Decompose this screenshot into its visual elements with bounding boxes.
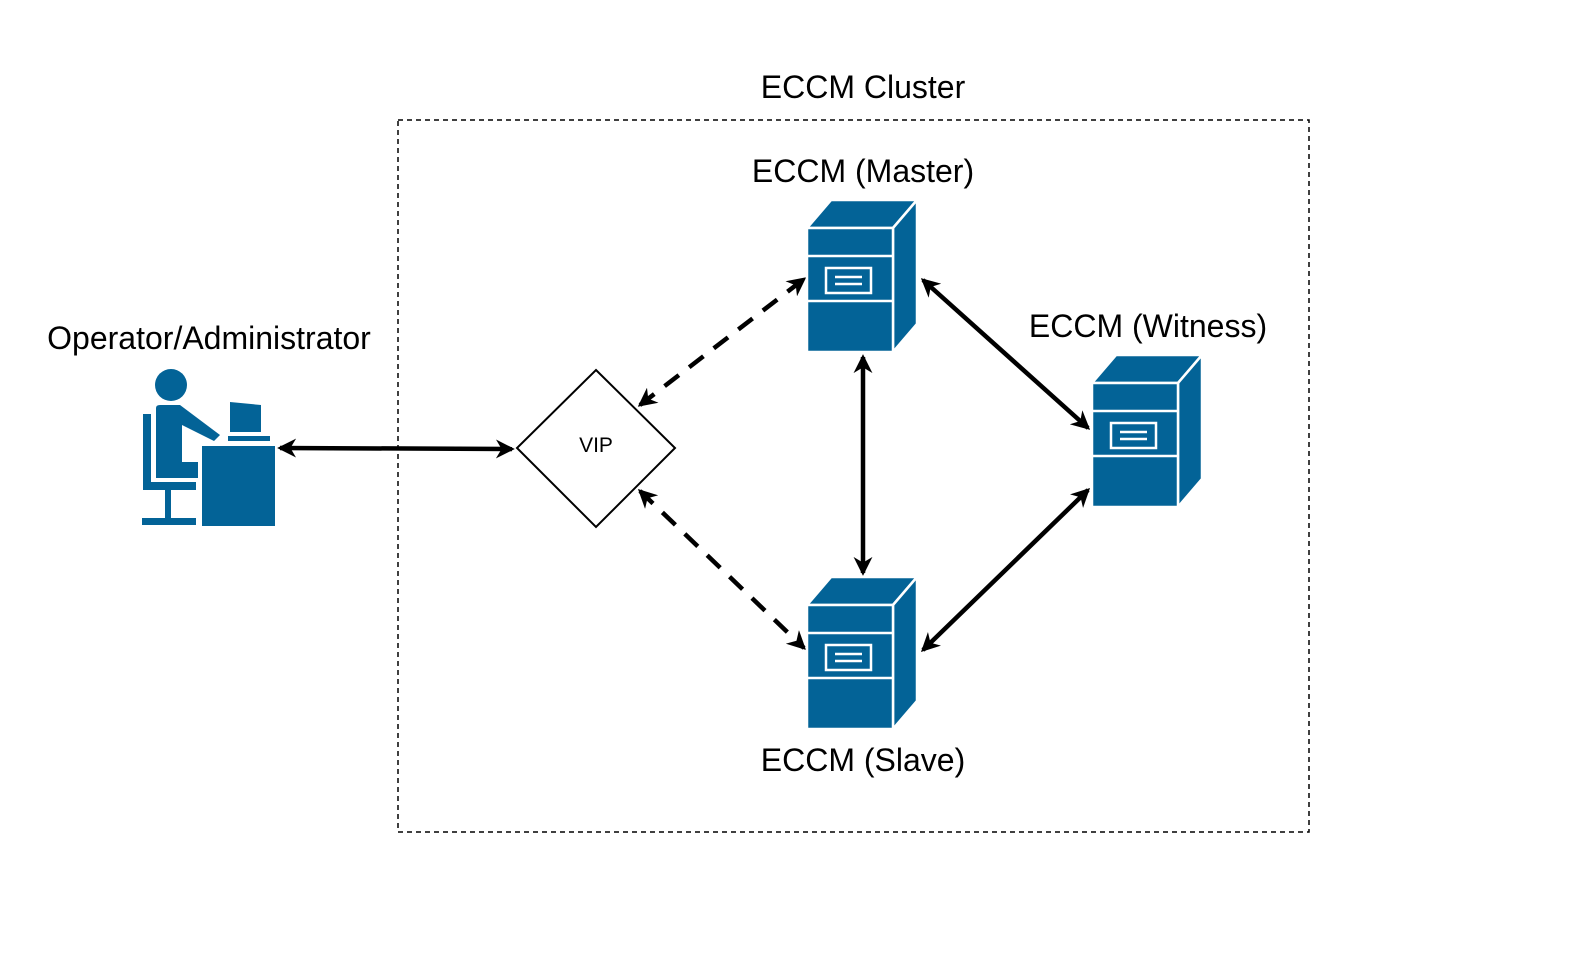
connector-vip-master: [637, 277, 807, 407]
connector-operator-vip: [277, 438, 515, 459]
operator-label: Operator/Administrator: [47, 320, 371, 356]
cluster-boundary: [397, 119, 1310, 833]
slave-label: ECCM (Slave): [761, 742, 965, 778]
witness-label: ECCM (Witness): [1029, 308, 1267, 344]
connector-slave-witness: [920, 488, 1091, 652]
vip-label: VIP: [579, 434, 613, 457]
cluster-label: ECCM Cluster: [761, 69, 966, 105]
vip-diamond: [515, 368, 677, 529]
witness-server-icon: [1090, 353, 1204, 509]
operator-at-desk-icon: [142, 369, 275, 526]
slave-server-icon: [805, 575, 919, 731]
connector-master-witness: [920, 278, 1091, 430]
master-server-icon: [805, 198, 919, 354]
connections: [277, 277, 1091, 652]
connector-vip-slave: [637, 489, 807, 650]
master-label: ECCM (Master): [752, 153, 974, 189]
